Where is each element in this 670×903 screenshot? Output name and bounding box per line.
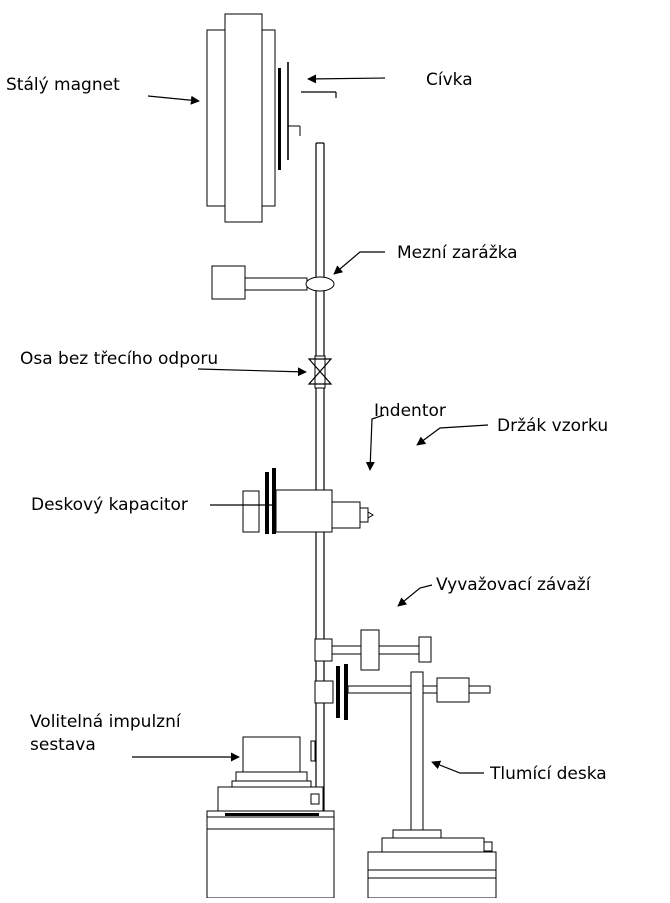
damping-stand <box>367 829 497 899</box>
label-limit-stop: Mezní zarážka <box>397 243 518 263</box>
label-permanent-magnet: Stálý magnet <box>6 75 120 95</box>
label-impulse-assembly-line1: Volitelná impulzní <box>30 712 182 732</box>
balance-weight <box>314 629 432 671</box>
label-frictionless-pivot: Osa bez třecího odporu <box>20 349 218 369</box>
callout-arrows <box>132 74 489 774</box>
permanent-magnet <box>206 13 276 223</box>
label-coil: Cívka <box>426 70 473 90</box>
limit-stop <box>211 265 335 300</box>
frictionless-pivot <box>307 355 333 389</box>
label-indenter: Indentor <box>374 401 446 421</box>
label-impulse-assembly-line2: sestava <box>30 735 96 755</box>
label-sample-holder: Držák vzorku <box>497 416 608 436</box>
label-damping-plate: Tlumící deska <box>489 764 607 784</box>
damping-assembly <box>310 664 491 831</box>
coil <box>278 62 337 170</box>
label-plate-capacitor: Deskový kapacitor <box>31 495 188 515</box>
plate-capacitor <box>242 468 374 534</box>
impulse-stand <box>206 736 335 899</box>
label-balance-weight: Vyvažovací závaží <box>436 575 592 595</box>
